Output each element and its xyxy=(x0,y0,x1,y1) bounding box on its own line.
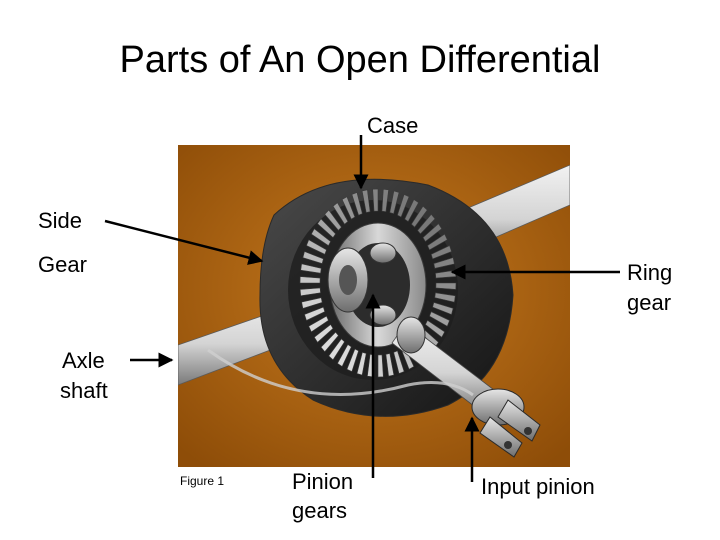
ring-gear-tooth xyxy=(299,287,321,297)
ring-gear-tooth xyxy=(433,257,455,269)
ring-gear-tooth xyxy=(304,306,326,321)
ring-gear-tooth xyxy=(301,297,323,309)
ring-gear-tooth xyxy=(381,188,389,213)
ring-gear-tooth xyxy=(310,228,331,247)
ring-gear-tooth xyxy=(404,199,419,222)
input-yoke xyxy=(471,388,541,458)
ring-gear-tooth xyxy=(377,354,384,378)
input-pinion-label: Input pinion xyxy=(481,474,595,499)
ring-gear-tooth xyxy=(389,190,400,215)
axle-shaft-label-line2: shaft xyxy=(60,378,108,403)
ring-gear-tooth xyxy=(313,324,334,343)
ring-gear-tooth xyxy=(337,344,352,367)
ring-gear-tooth xyxy=(425,319,446,338)
ring-gear-label-line2: gear xyxy=(627,290,672,315)
ring-gear-tooth xyxy=(320,331,339,353)
side-gear-label-line1: Side xyxy=(38,208,83,233)
ring-gear-tooth xyxy=(417,213,436,235)
pinion-gears-label-line2: gears xyxy=(292,498,348,523)
case-label: Case xyxy=(367,113,419,138)
ring-gear-tooth xyxy=(397,194,410,218)
ring-gear-tooth xyxy=(317,218,336,239)
ring-gear-tooth xyxy=(411,205,428,228)
side-gear-label-line2: Gear xyxy=(38,252,87,277)
ring-gear-tooth xyxy=(429,311,450,327)
ring-gear-tooth xyxy=(328,338,345,361)
ring-gear-tooth xyxy=(435,282,457,290)
ring-gear-tooth xyxy=(341,196,356,220)
ring-gear-tooth xyxy=(332,202,349,225)
ring-gear-tooth xyxy=(346,348,359,372)
axle-shaft-label-line1: Axle xyxy=(62,348,105,373)
ring-gear-tooth xyxy=(300,263,322,274)
ring-gear-tooth xyxy=(393,350,405,374)
ring-gear-tooth xyxy=(430,245,452,260)
ring-gear-tooth xyxy=(361,189,371,213)
pinion-gears-label-line1: Pinion xyxy=(292,469,354,494)
input-pinion-gear xyxy=(396,316,426,354)
ring-gear-tooth xyxy=(427,233,448,251)
ring-gear-tooth xyxy=(308,315,329,333)
ring-gear-tooth xyxy=(351,192,363,216)
ring-gear-tooth xyxy=(356,351,367,376)
ring-gear-tooth xyxy=(385,353,395,377)
ring-gear-tooth xyxy=(432,302,454,315)
ring-gear-tooth xyxy=(299,276,321,284)
ring-gear-tooth xyxy=(306,239,327,255)
ring-gear-tooth xyxy=(302,251,324,264)
housing-lip xyxy=(207,348,474,397)
slide-title: Parts of An Open Differential xyxy=(119,39,601,81)
pinion-gears xyxy=(369,242,397,326)
ring-gear-tooth xyxy=(422,223,443,242)
differential-illustration xyxy=(178,145,570,467)
ring-gear-tooth xyxy=(434,292,456,303)
ring-gear-label-line1: Ring xyxy=(627,260,673,285)
figure-caption: Figure 1 xyxy=(180,474,225,488)
ring-gear-tooth xyxy=(324,209,342,231)
ring-gear-tooth xyxy=(372,188,379,212)
side-gear xyxy=(327,247,369,313)
